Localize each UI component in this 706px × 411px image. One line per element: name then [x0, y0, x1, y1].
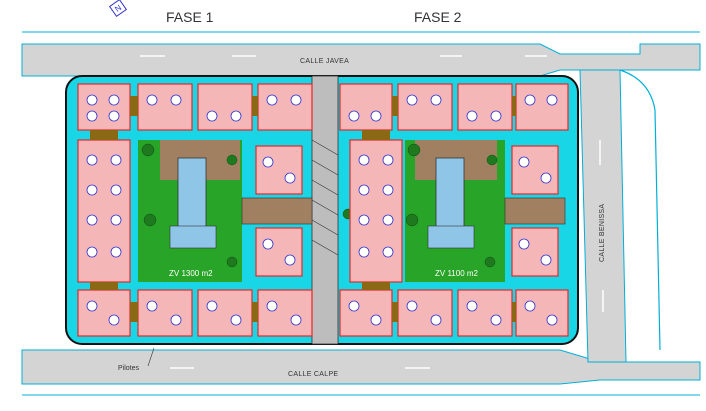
units-bottom-row [77, 289, 569, 337]
pool-deck-east [427, 225, 475, 249]
path-west [241, 197, 313, 225]
phase-2-label: FASE 2 [414, 9, 462, 25]
street-label-calpe: CALLE CALPE [288, 371, 338, 378]
units-columns [77, 139, 559, 283]
green-zone-label-west: ZV 1300 m2 [169, 269, 213, 278]
phase-1-label: FASE 1 [166, 9, 214, 25]
pilotes-label: Pilotes [118, 365, 140, 372]
roads [21, 31, 701, 396]
road-arrows [140, 55, 604, 369]
road-calle-benissa [579, 69, 627, 363]
central-parking-hatch [311, 139, 339, 256]
green-zone-label-east: ZV 1100 m2 [435, 269, 479, 278]
street-label-javea: CALLE JAVEA [300, 58, 349, 65]
north-arrow-icon: N [108, 0, 128, 18]
pool-deck-west [169, 225, 217, 249]
unit-symbols [86, 94, 558, 326]
street-label-benissa: CALLE BENISSA [599, 204, 606, 262]
central-access-road [311, 75, 339, 345]
svg-text:N: N [113, 3, 123, 14]
stair-cores [90, 96, 516, 322]
units-top-row [77, 83, 569, 131]
road-curve-ne [619, 69, 661, 351]
road-calle-calpe [21, 349, 701, 385]
path-east [504, 197, 566, 225]
pilotes-leader [147, 347, 155, 367]
